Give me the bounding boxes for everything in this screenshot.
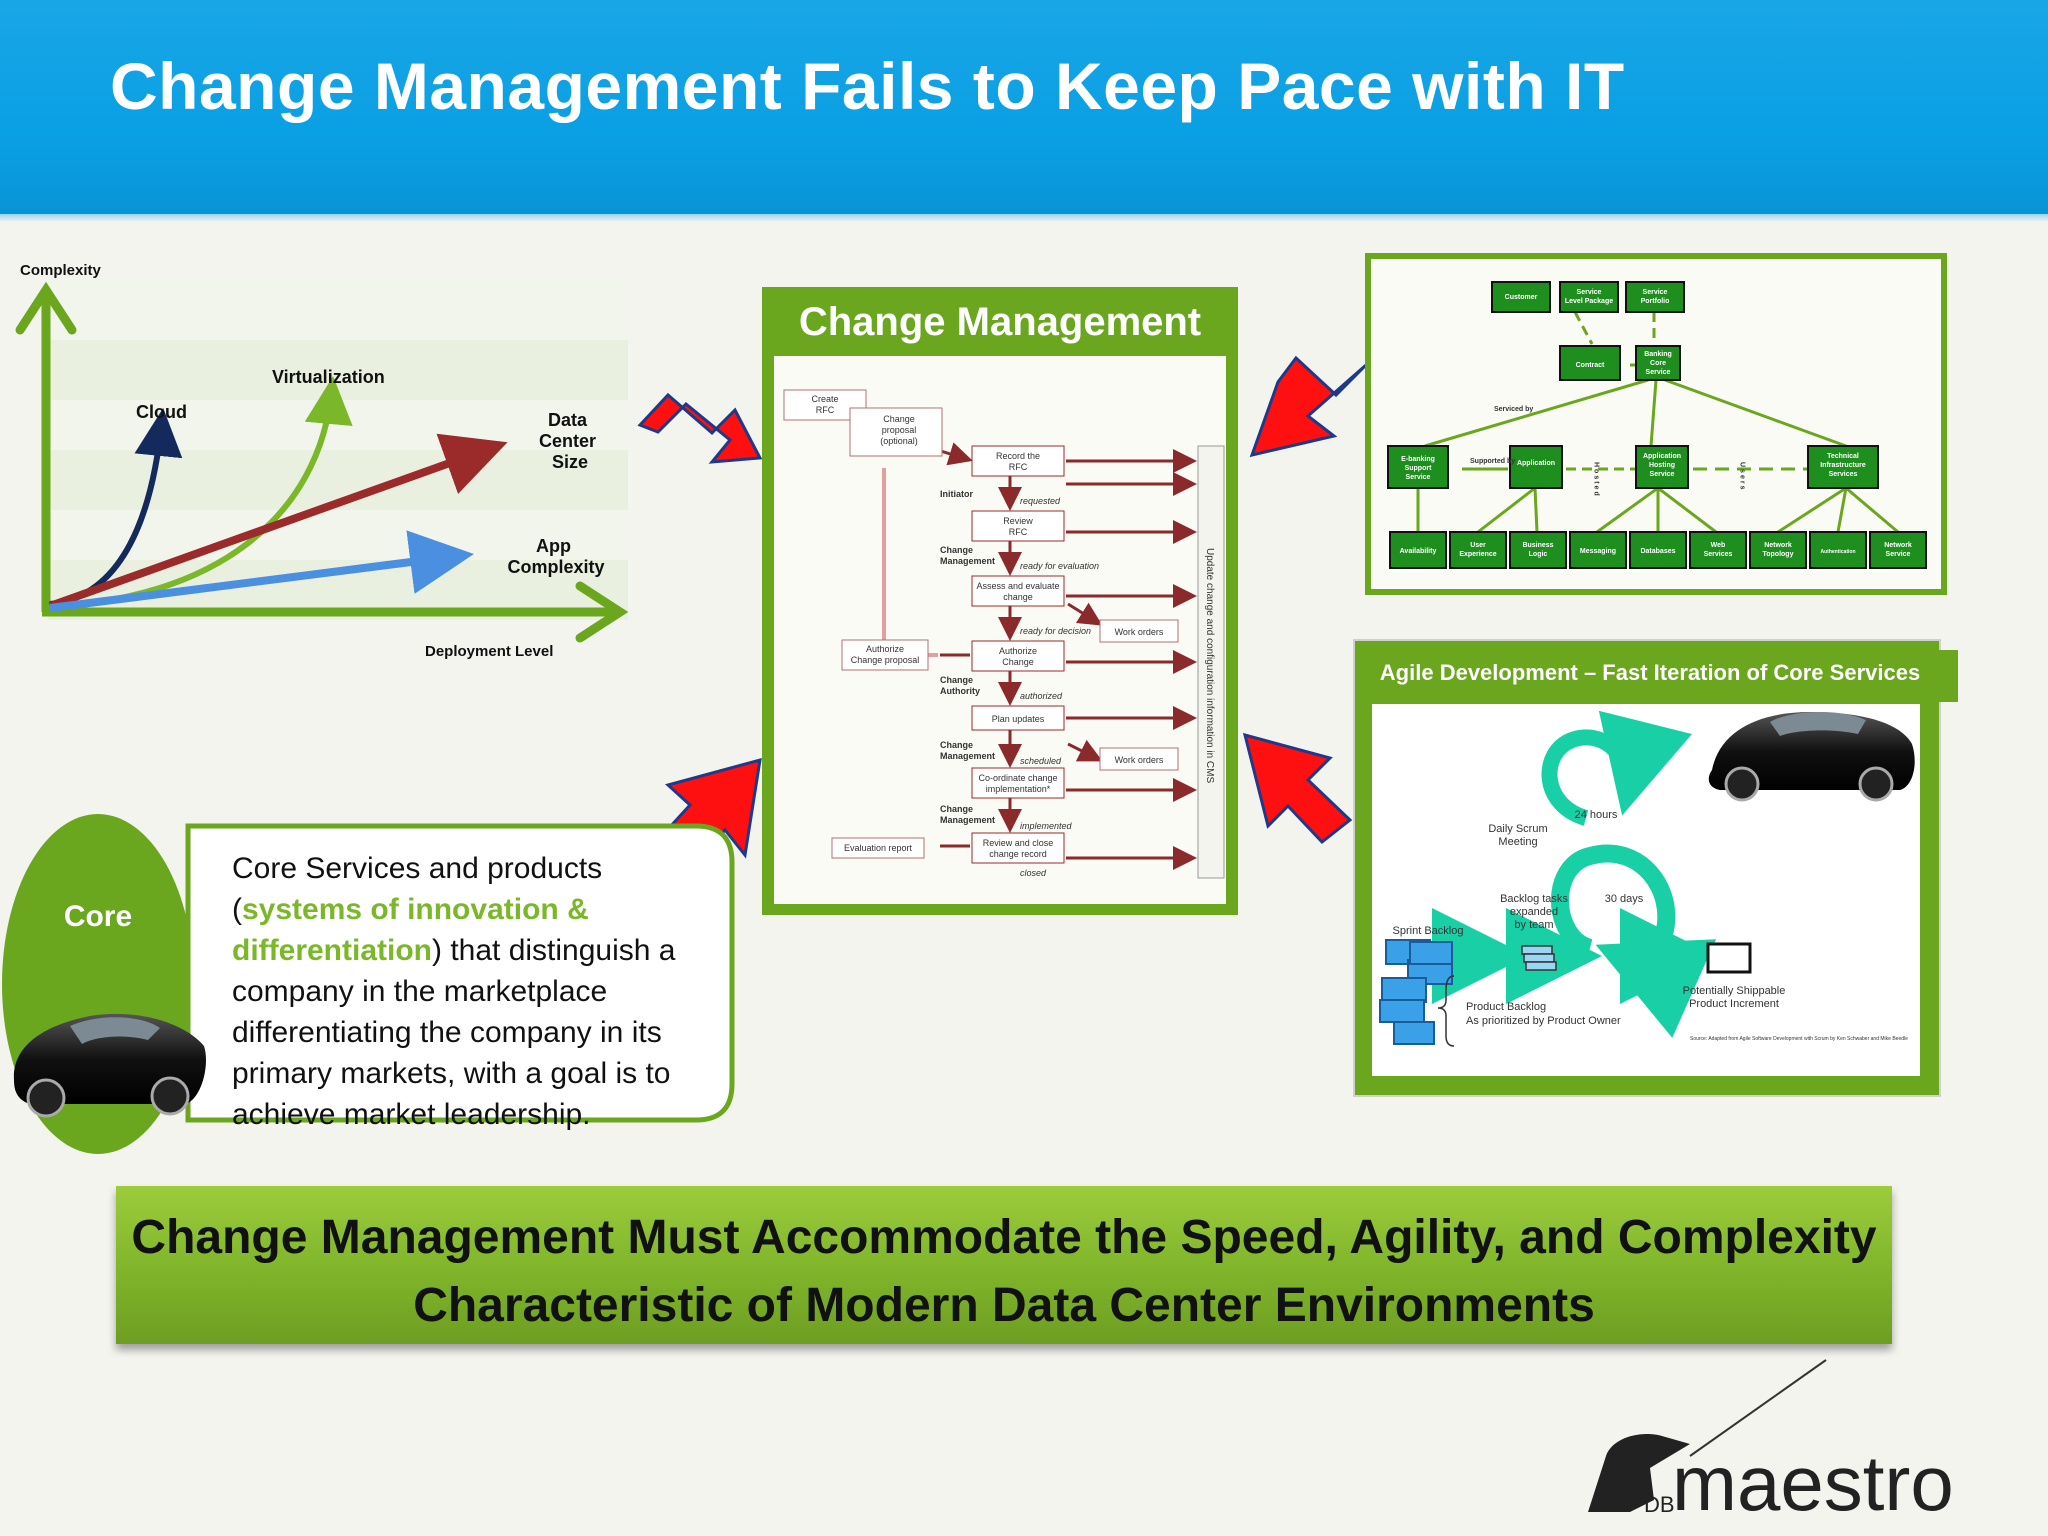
doc-evaluation-report: Evaluation report: [844, 843, 913, 853]
change-management-title: Change Management: [798, 300, 1202, 344]
core-text-a: Core Services and products (: [232, 852, 603, 926]
svg-text:Messaging: Messaging: [1580, 548, 1616, 555]
label-supported-by: Supported by: [1470, 458, 1515, 465]
title-bar: [0, 0, 2048, 218]
step-plan: Plan updates: [992, 714, 1045, 724]
state-ready-evaluation: ready for evaluation: [1020, 561, 1099, 571]
state-scheduled: scheduled: [1020, 756, 1062, 766]
data-center-size-label: Data Center Size: [539, 410, 601, 472]
svc-contract: Contract: [1576, 362, 1605, 369]
title-bar-shadow: [0, 214, 2048, 222]
svg-text:Availability: Availability: [1400, 548, 1437, 555]
banner-text: Change Management Must Accommodate the S…: [131, 1211, 1877, 1332]
label-24-hours: 24 hours: [1575, 809, 1618, 821]
core-block: [2, 814, 735, 1154]
label-30-days: 30 days: [1605, 893, 1644, 905]
role-initiator: Initiator: [940, 489, 973, 499]
app-complexity-line: [49, 530, 474, 612]
conclusion-banner: Change Management Must Accommodate the S…: [116, 1186, 1892, 1344]
complexity-chart: Complexity Deployment Level Cloud Virtua…: [15, 262, 629, 660]
increment-box: [1706, 942, 1752, 974]
label-product-owner: As prioritized by Product Owner: [1466, 1015, 1621, 1027]
state-closed: closed: [1020, 868, 1047, 878]
core-highlight: systems of innovation & differentiation: [232, 893, 589, 967]
state-requested: requested: [1020, 496, 1061, 506]
slide-title: Change Management Fails to Keep Pace wit…: [110, 49, 1625, 123]
doc-work-orders-1: Work orders: [1115, 627, 1164, 637]
x-axis-label: Deployment Level: [425, 643, 553, 660]
red-arrows: [637, 355, 1368, 873]
daily-scrum-loop: [1541, 710, 1692, 826]
svg-text:maestro: maestro: [1672, 1439, 1954, 1527]
label-source: Source: Adapted from Agile Software Deve…: [1690, 1036, 1908, 1042]
svg-text:Authentication: Authentication: [1821, 549, 1856, 555]
y-axis-label: Complexity: [20, 262, 102, 279]
label-users: Users: [1739, 462, 1746, 491]
svg-text:DB: DB: [1644, 1492, 1675, 1517]
core-car-image: [13, 1013, 206, 1118]
core-text-b: ) that distinguish a company in the mark…: [232, 934, 676, 1131]
cms-side-label: Update change and configuration informat…: [1204, 548, 1215, 783]
svc-application: Application: [1517, 460, 1555, 467]
svg-text:Databases: Databases: [1640, 548, 1675, 555]
label-hosted: Hosted: [1593, 462, 1600, 498]
agile-title: Agile Development – Fast Iteration of Co…: [1379, 660, 1921, 685]
virtualization-label: Virtualization: [272, 367, 385, 387]
state-ready-decision: ready for decision: [1020, 626, 1091, 636]
arrow-to-change-mgmt-1: [637, 392, 763, 464]
app-complexity-label: App Complexity: [507, 536, 604, 577]
label-product-backlog: Product Backlog: [1466, 1001, 1546, 1013]
dbmaestro-logo: DB maestro: [1588, 1359, 1954, 1527]
svc-customer: Customer: [1505, 294, 1538, 301]
label-serviced-by: Serviced by: [1494, 406, 1533, 413]
core-label: Core: [63, 900, 133, 933]
label-sprint-backlog: Sprint Backlog: [1393, 925, 1464, 937]
arrow-to-change-mgmt-3: [1249, 355, 1368, 458]
cloud-label: Cloud: [136, 402, 187, 422]
data-center-size-line: [48, 433, 508, 610]
core-description: Core Services and products (systems of i…: [232, 848, 732, 1135]
state-authorized: authorized: [1020, 691, 1063, 701]
doc-work-orders-2: Work orders: [1115, 755, 1164, 765]
state-implemented: implemented: [1020, 821, 1073, 831]
sports-car-image: [1708, 711, 1915, 802]
arrow-to-change-mgmt-4: [1242, 732, 1353, 845]
